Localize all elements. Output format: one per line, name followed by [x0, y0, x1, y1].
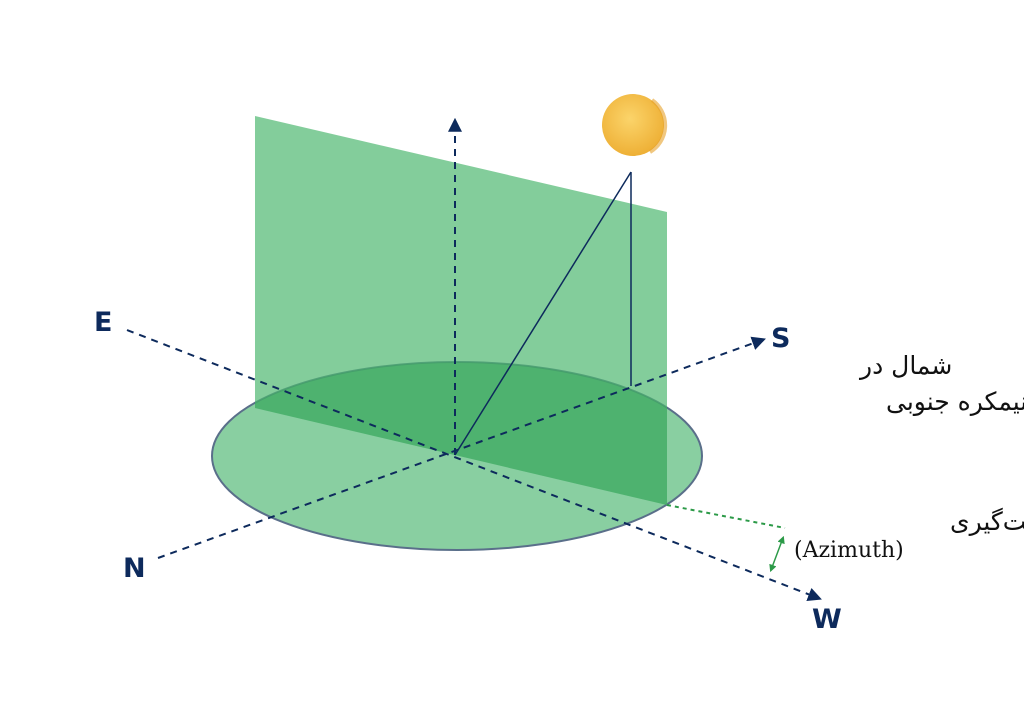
sun-ray-line	[454, 171, 632, 456]
sun-icon	[602, 94, 668, 156]
label-east: E	[94, 307, 112, 338]
label-azimuth-fa: زاویه جهت‌گیری	[950, 507, 1024, 537]
label-north-southern-line1: شمال در	[858, 351, 952, 380]
azimuth-reference-line	[666, 504, 786, 529]
label-north: N	[123, 553, 146, 584]
north-south-axis	[157, 336, 766, 559]
label-azimuth-en: (Azimuth)	[794, 538, 904, 563]
azimuth-angle-arrow	[769, 535, 785, 573]
label-north-southern-line2: نیمکره جنوبی	[886, 387, 1024, 416]
label-south: S	[771, 323, 790, 354]
label-west: W	[812, 604, 842, 635]
plane-disk-overlap	[255, 362, 667, 505]
east-west-axis	[126, 329, 822, 601]
vertical-plane	[255, 116, 667, 505]
